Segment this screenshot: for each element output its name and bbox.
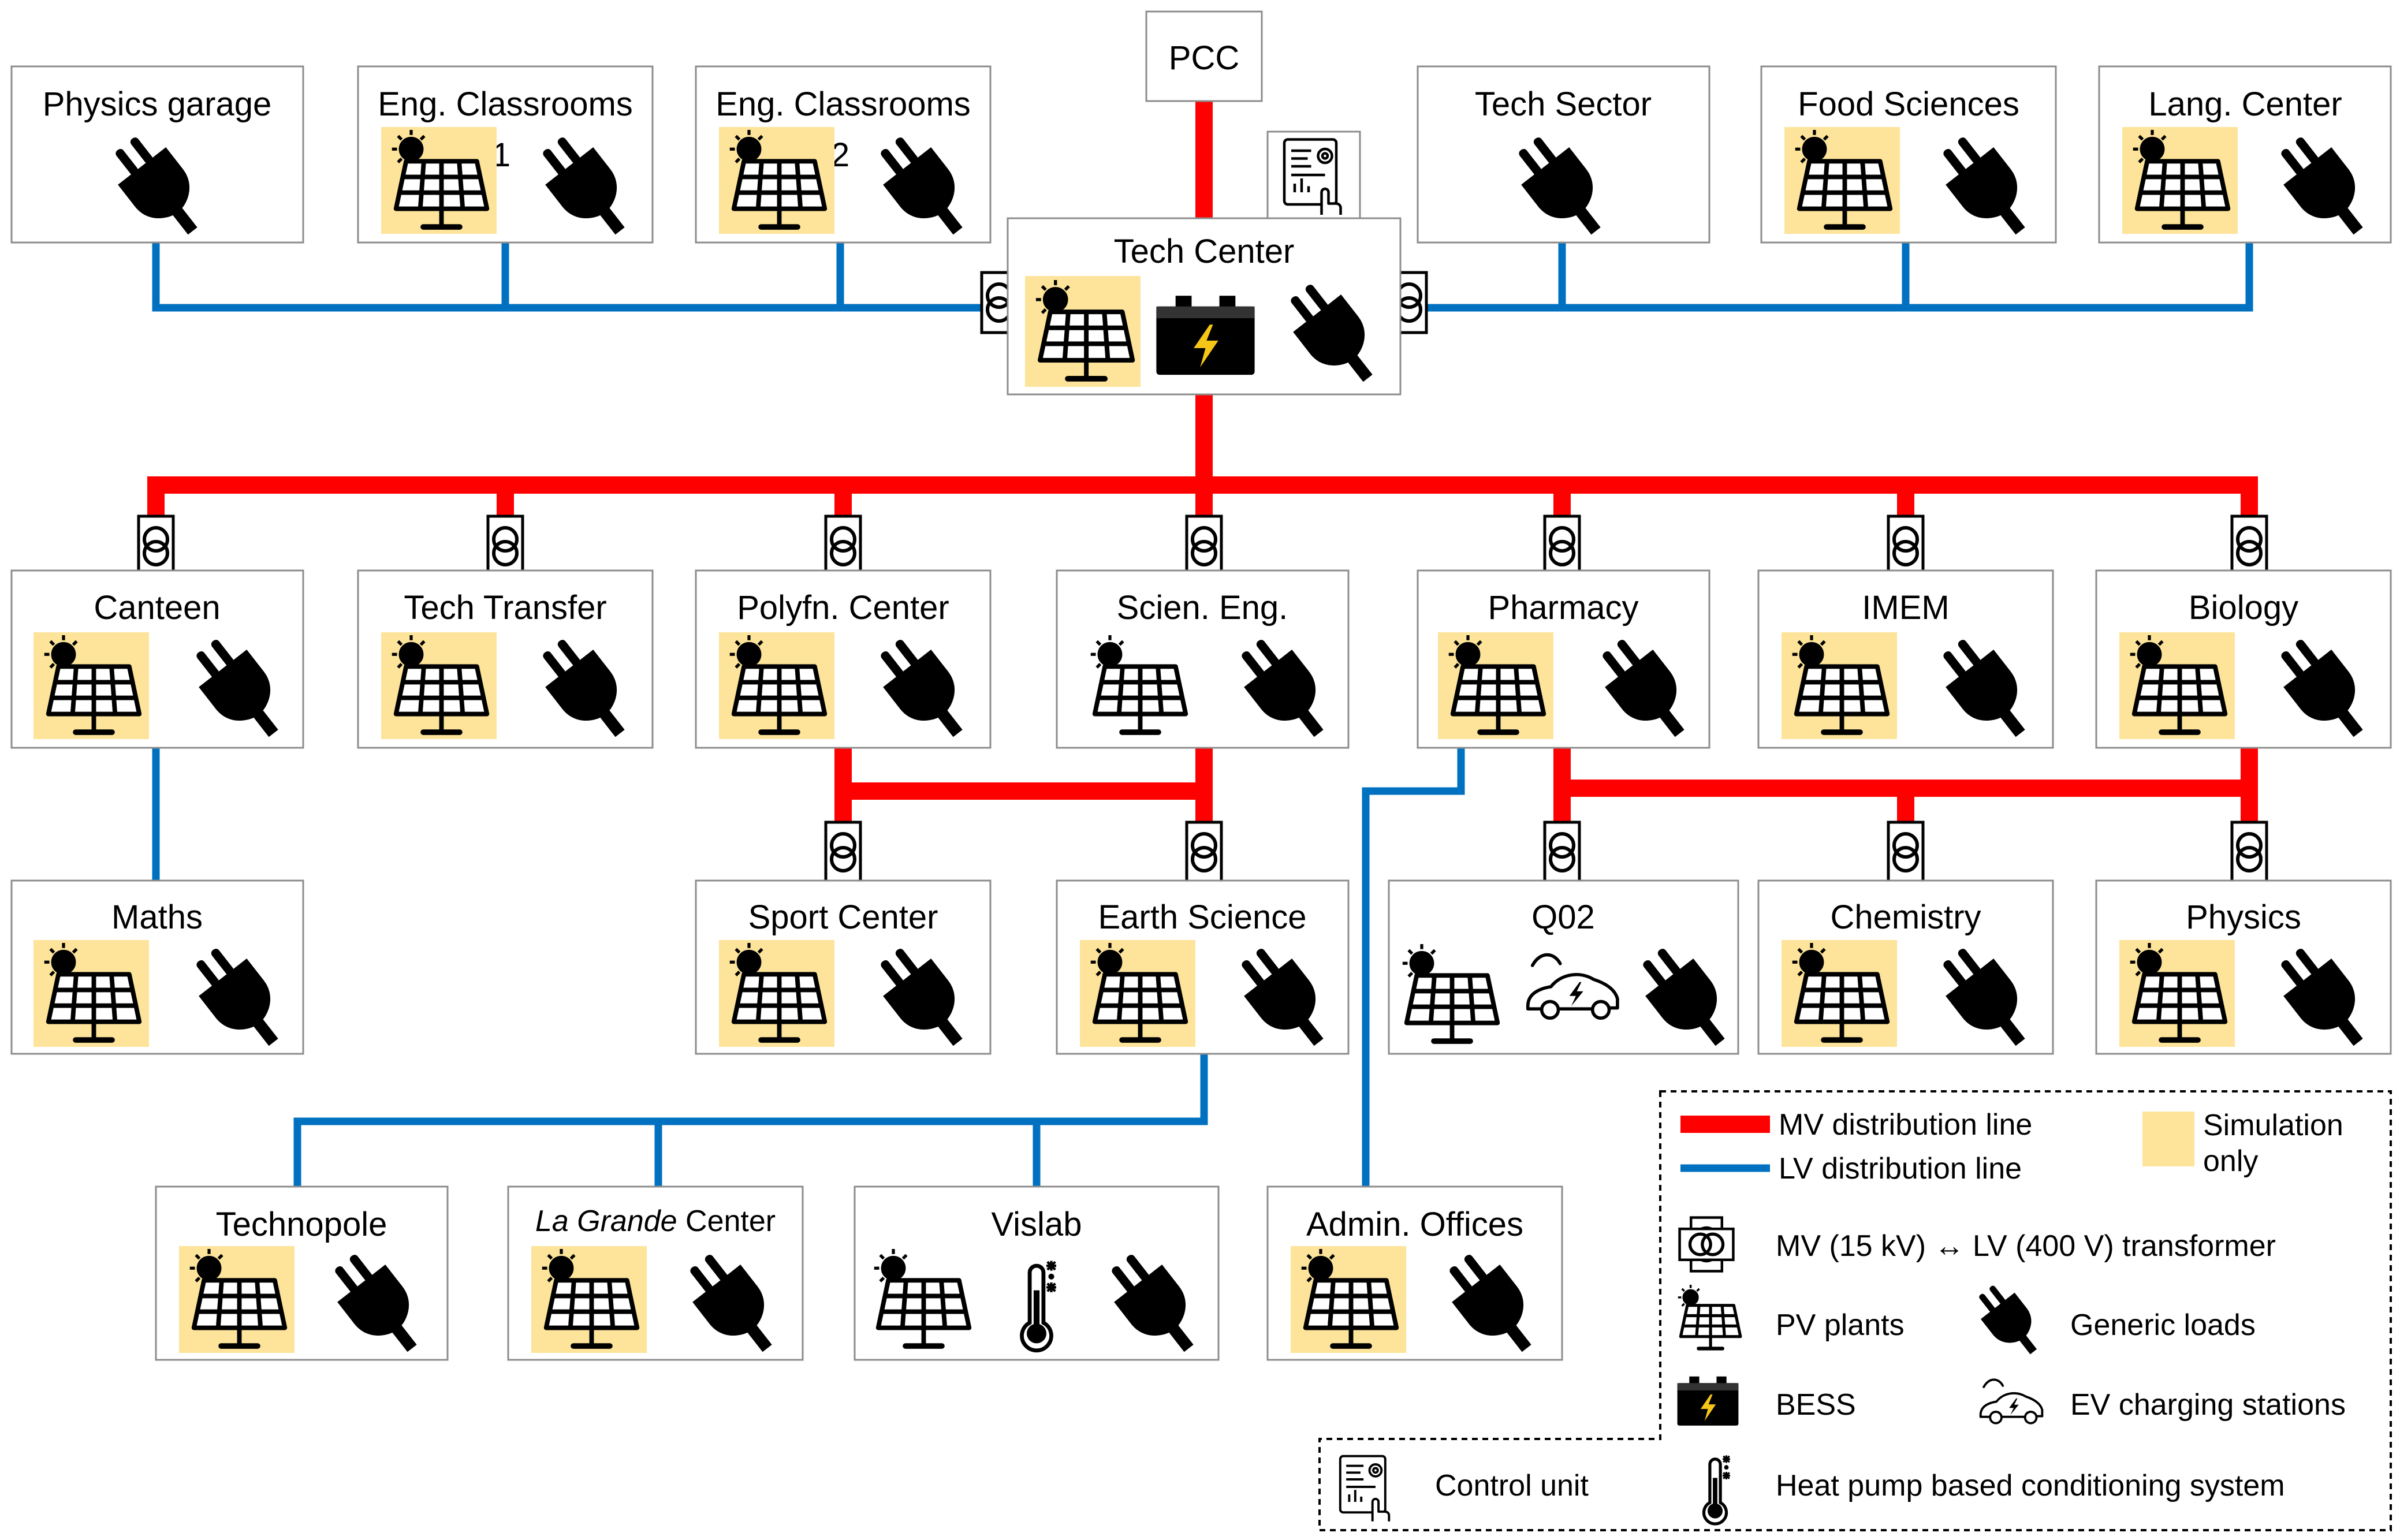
building-name: Chemistry (1830, 898, 1981, 936)
building-scien-eng: Scien. Eng. (1056, 569, 1350, 752)
building-q02: Q02 (1388, 879, 1745, 1061)
control-unit-icon (1284, 140, 1341, 215)
building-admin-offices: Admin. Offices (1266, 1185, 1563, 1367)
building-name: Sport Center (748, 898, 938, 936)
building-name: Earth Science (1098, 898, 1306, 936)
legend-simulation-swatch (2142, 1112, 2194, 1166)
legend-transformer-label: MV (15 kV) ↔ LV (400 V) transformer (1776, 1229, 2276, 1263)
building-canteen: Canteen (10, 569, 304, 752)
legend-simulation-label-1: Simulation (2203, 1109, 2343, 1142)
building-name: Tech Sector (1475, 85, 1652, 123)
transformer-icon (826, 822, 860, 882)
legend-mv-label: MV distribution line (1779, 1108, 2032, 1142)
pcc-label: PCC (1169, 39, 1239, 77)
lv-line-earth-south-bus (293, 1054, 1208, 1187)
building-name: Maths (111, 898, 203, 936)
legend-simulation-label-2: only (2203, 1144, 2258, 1178)
building-polyfn-center: Polyfn. Center (695, 569, 992, 752)
legend-lv-label: LV distribution line (1779, 1152, 2022, 1185)
battery-icon (1156, 296, 1255, 375)
lv-line-west-bus (152, 243, 1008, 312)
building-name: Physics (2186, 898, 2301, 936)
transformer-icon-legend (1680, 1229, 1734, 1260)
transformer-icon (1187, 516, 1221, 576)
building-technopole: Technopole (155, 1185, 449, 1367)
transformer-icon (1888, 822, 1923, 882)
legend-heatpump-label: Heat pump based conditioning system (1776, 1469, 2285, 1502)
transformer-icon (139, 516, 173, 576)
transformer-icon (2232, 516, 2267, 576)
mv-line-pharmacy-biology (1553, 748, 2258, 797)
building-vislab: Vislab (854, 1185, 1220, 1367)
building-name: Q02 (1531, 898, 1595, 936)
transformer-icon (1187, 822, 1221, 882)
mv-line-sport-earth (834, 748, 1213, 800)
building-tech-sector: Tech Sector (1417, 65, 1710, 250)
legend-pv-label: PV plants (1776, 1308, 1905, 1342)
building-pharmacy: Pharmacy (1417, 569, 1710, 752)
transformer-icon (826, 516, 860, 576)
control-unit-icon (1339, 1455, 1391, 1523)
building-name: Tech Transfer (404, 589, 606, 627)
transformer-icon (2232, 822, 2267, 882)
building-name: Biology (2189, 589, 2298, 627)
transformer-icon (1545, 516, 1579, 576)
building-name: Polyfn. Center (737, 589, 949, 627)
building-food-sciences: Food Sciences (1760, 65, 2057, 250)
building-biology: Biology (2095, 569, 2392, 752)
building-name: Food Sciences (1798, 85, 2019, 123)
building-name: Physics garage (43, 85, 272, 123)
building-imem: IMEM (1757, 569, 2054, 752)
building-name: Pharmacy (1488, 589, 1638, 627)
building-name: Eng. Classrooms (715, 85, 971, 123)
building-lang-center: Lang. Center (2098, 65, 2392, 250)
building-eng-classrooms-1: Eng. Classrooms 1 (357, 65, 654, 250)
building-name: Canteen (94, 589, 220, 627)
distribution-lines (147, 101, 2258, 1187)
pcc-box: PCC (1145, 10, 1263, 102)
lv-line-east-bus (1418, 243, 2253, 312)
building-maths: Maths (10, 879, 304, 1061)
building-sport-center: Sport Center (695, 879, 992, 1061)
legend-bess-label: BESS (1776, 1388, 1856, 1422)
building-name: Lang. Center (2148, 85, 2342, 123)
transformer-icon (1888, 516, 1923, 576)
battery-icon (1677, 1376, 1739, 1426)
building-name: Technopole (216, 1206, 387, 1243)
building-la-grande-center: La Grande Center (507, 1185, 804, 1367)
building-name: Admin. Offices (1306, 1206, 1523, 1243)
building-name-italic: La Grande (535, 1205, 677, 1238)
building-tech-transfer: Tech Transfer (357, 569, 654, 752)
building-earth-science: Earth Science (1056, 879, 1350, 1061)
building-name-rest: Center (677, 1205, 776, 1238)
building-physics: Physics (2095, 879, 2392, 1061)
building-name: Eng. Classrooms (378, 85, 633, 123)
building-name: La Grande Center (535, 1205, 776, 1238)
legend-frame (1318, 1090, 2392, 1531)
building-name: Tech Center (1114, 233, 1295, 270)
building-name: IMEM (1862, 589, 1949, 627)
legend: MV distribution line LV distribution lin… (1318, 1090, 2392, 1531)
building-eng-classrooms-2: Eng. Classrooms 2 (695, 65, 992, 250)
legend-control-label: Control unit (1435, 1469, 1589, 1502)
building-physics-garage: Physics garage (10, 65, 304, 250)
legend-ev-label: EV charging stations (2070, 1388, 2346, 1422)
transformer-icon (488, 516, 523, 576)
building-name: Scien. Eng. (1117, 589, 1288, 627)
legend-loads-label: Generic loads (2070, 1308, 2256, 1342)
building-tech-center: Tech Center (1007, 130, 1402, 397)
building-chemistry: Chemistry (1757, 879, 2054, 1061)
building-name: Vislab (992, 1206, 1082, 1243)
transformer-icon (1545, 822, 1579, 882)
lv-line-pharmacy-admin (1362, 748, 1465, 1187)
